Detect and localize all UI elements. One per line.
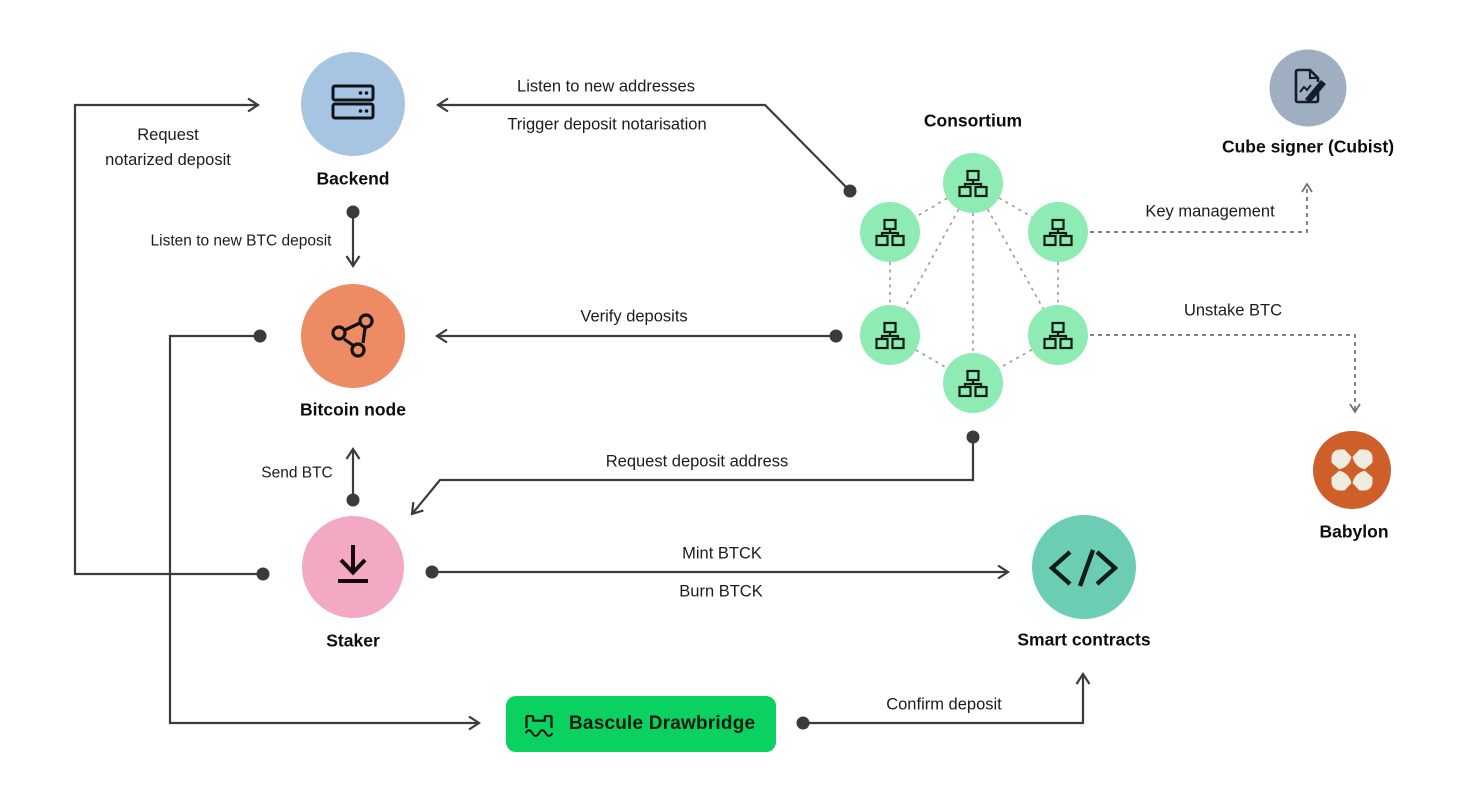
smart-contracts-label: Smart contracts bbox=[1017, 629, 1151, 650]
send-btc-label: Send BTC bbox=[261, 464, 333, 482]
edge-listen-new-addresses bbox=[435, 97, 851, 192]
staker-label: Staker bbox=[326, 630, 380, 651]
key-management-label: Key management bbox=[1145, 202, 1275, 221]
request-notarized-deposit-line2: notarized deposit bbox=[105, 151, 231, 169]
cube-signer-node bbox=[1269, 49, 1347, 127]
request-deposit-address-label: Request deposit address bbox=[605, 452, 789, 471]
edge-request-deposit-address bbox=[410, 437, 975, 516]
sign-document-icon bbox=[1294, 68, 1326, 104]
mint-btck-label: Mint BTCK bbox=[682, 544, 762, 563]
code-icon bbox=[1048, 549, 1119, 587]
consortium-member bbox=[860, 305, 920, 365]
backend-label: Backend bbox=[316, 168, 390, 189]
burn-btck-label: Burn BTCK bbox=[679, 582, 763, 601]
edge-key-management bbox=[1090, 182, 1313, 233]
edge-bitcoin-to-bascule bbox=[168, 334, 482, 731]
consortium-label: Consortium bbox=[923, 110, 1023, 131]
babylon-label: Babylon bbox=[1319, 521, 1389, 542]
babylon-node bbox=[1313, 431, 1391, 509]
verify-deposits-label: Verify deposits bbox=[580, 307, 688, 326]
unstake-btc-label: Unstake BTC bbox=[1183, 301, 1283, 320]
consortium-cluster bbox=[860, 153, 1088, 413]
consortium-member bbox=[860, 202, 920, 262]
consortium-member bbox=[943, 353, 1003, 413]
smart-contracts-node bbox=[1032, 515, 1136, 619]
bascule-drawbridge-label: Bascule Drawbridge bbox=[569, 713, 756, 734]
connector-dots bbox=[253, 184, 980, 730]
edge-confirm-deposit bbox=[803, 671, 1091, 725]
download-icon bbox=[338, 545, 368, 583]
drawbridge-icon bbox=[524, 715, 554, 738]
consortium-links bbox=[889, 182, 1059, 384]
consortium-member bbox=[1028, 202, 1088, 262]
request-notarized-deposit-line1: Request bbox=[137, 126, 199, 144]
consortium-member bbox=[1028, 305, 1088, 365]
bitcoin-node bbox=[301, 284, 405, 388]
solid-arrows bbox=[73, 97, 1091, 731]
cube-signer-label: Cube signer (Cubist) bbox=[1221, 136, 1395, 157]
network-triangle-icon bbox=[331, 313, 374, 358]
trigger-deposit-notarisation-label: Trigger deposit notarisation bbox=[507, 115, 707, 134]
consortium-member bbox=[943, 153, 1003, 213]
request-notarized-deposit-label: Request notarized deposit bbox=[105, 123, 231, 173]
dashed-arrows bbox=[1090, 182, 1361, 414]
bitcoin-node-label: Bitcoin node bbox=[300, 399, 406, 420]
listen-new-addresses-label: Listen to new addresses bbox=[517, 77, 695, 96]
bascule-drawbridge-node: Bascule Drawbridge bbox=[506, 696, 776, 752]
edge-unstake-btc bbox=[1090, 334, 1361, 414]
backend-node bbox=[301, 52, 405, 156]
server-icon bbox=[331, 84, 375, 120]
listen-new-btc-deposit-label: Listen to new BTC deposit bbox=[150, 232, 332, 250]
babylon-logo-icon bbox=[1331, 449, 1373, 491]
staker-node bbox=[302, 516, 404, 618]
confirm-deposit-label: Confirm deposit bbox=[886, 695, 1002, 714]
